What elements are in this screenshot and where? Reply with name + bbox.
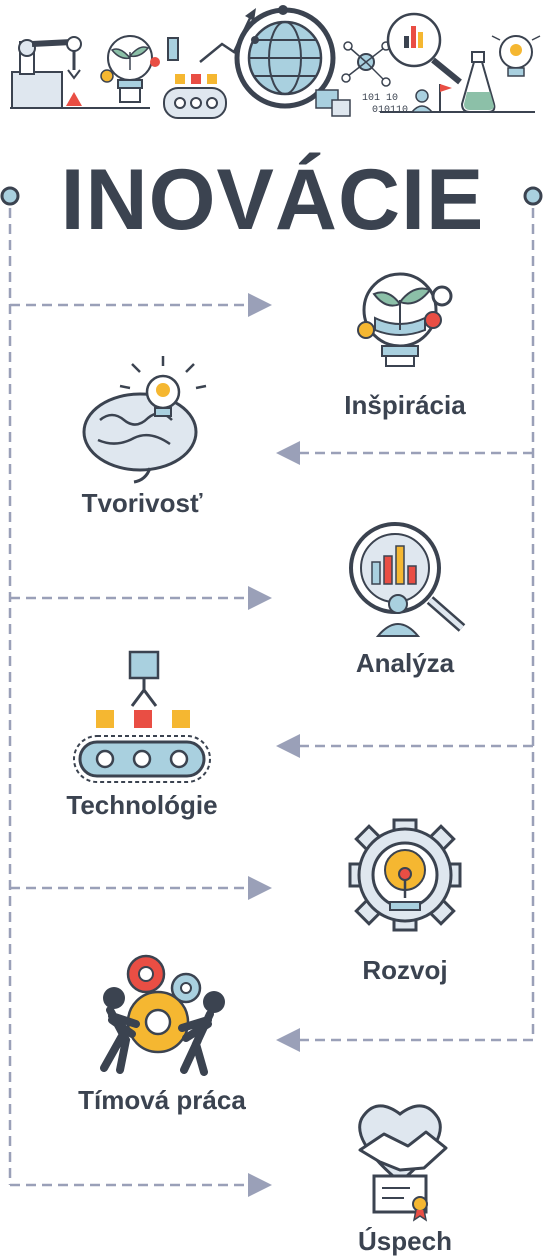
step-label-tvorivost: Tvorivosť	[81, 488, 203, 518]
rail-start-dot	[523, 186, 543, 206]
conveyor-robot-icon	[73, 650, 211, 783]
step-label-rozvoj: Rozvoj	[362, 955, 448, 985]
step-label-technologie: Technológie	[66, 790, 218, 820]
header-banner: 101 10 010110	[10, 5, 541, 119]
binary-line-2: 010110	[372, 105, 408, 116]
lightbulb-plant-icon	[357, 272, 453, 367]
step-label-inspiracia: Inšpirácia	[344, 390, 466, 420]
arrow-head	[248, 1173, 272, 1197]
arrow-head	[276, 441, 300, 465]
network-icon	[315, 41, 391, 117]
gear-lightbulb-icon	[348, 818, 462, 932]
plant-bulb-icon	[100, 35, 160, 103]
magnifier-chart-icon	[386, 12, 462, 85]
brain-lightbulb-icon	[82, 356, 207, 484]
step-label-uspech: Úspech	[358, 1226, 452, 1256]
teamwork-gears-icon	[100, 954, 225, 1076]
arrow-head	[276, 1028, 300, 1052]
robot-arm-icon	[11, 36, 82, 109]
rail-start-dot	[0, 186, 20, 206]
arrow-head	[248, 293, 272, 317]
globe-icon	[199, 5, 336, 109]
conveyor-icon	[163, 37, 227, 119]
magnifier-chart-icon	[349, 522, 466, 637]
flask-icon	[460, 51, 496, 113]
person-flag-icon	[410, 84, 452, 113]
arrow-head	[248, 586, 272, 610]
arrow-head	[248, 876, 272, 900]
handshake-heart-icon	[358, 1104, 448, 1222]
step-label-analyza: Analýza	[355, 648, 455, 678]
lightbulb-icon	[491, 35, 541, 77]
page-title: INOVÁCIE	[60, 152, 485, 248]
arrow-head	[276, 734, 300, 758]
step-label-timova-praca: Tímová práca	[78, 1085, 246, 1115]
binary-line-1: 101 10	[362, 93, 398, 104]
binary-code-icon: 101 10 010110	[362, 93, 408, 116]
